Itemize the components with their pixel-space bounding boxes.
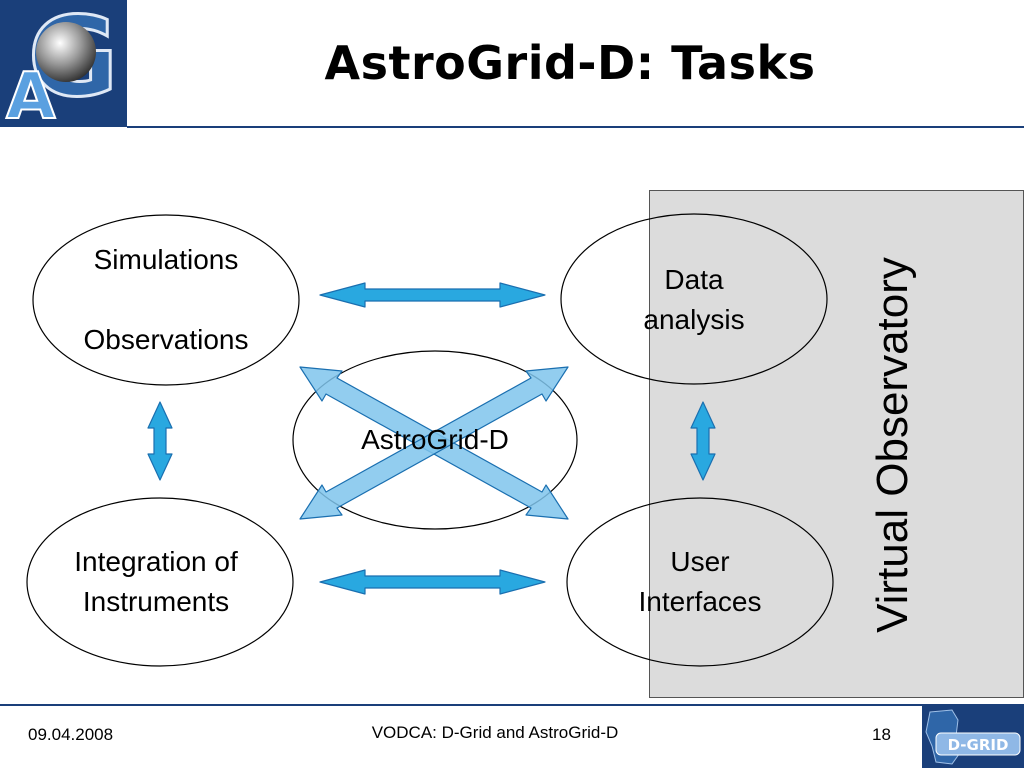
instruments-ellipse (26, 497, 294, 667)
data-analysis-line-2: analysis (643, 304, 745, 335)
page-number: 18 (872, 725, 891, 744)
footer-date: 09.04.2008 (28, 725, 114, 744)
instruments-line-2: Instruments (82, 586, 230, 617)
instruments-line-1: Integration of (74, 546, 238, 577)
virtual-observatory-panel (649, 190, 1024, 698)
user-interfaces-line-1: User (670, 546, 730, 577)
data-analysis-label: Data analysis (643, 260, 744, 340)
arrow-simulations-instruments (147, 401, 173, 481)
header-rule (127, 126, 1024, 128)
observations-text: Observations (83, 324, 249, 355)
simulations-label: Simulations Observations (84, 240, 249, 360)
slide-title: AstroGrid-D: Tasks (324, 36, 816, 90)
user-interfaces-ellipse (566, 497, 834, 667)
d-grid-text: D-GRID (948, 736, 1009, 754)
moon-icon (36, 22, 96, 82)
instruments-label: Integration of Instruments (74, 542, 237, 622)
arrow-diagonal-up (299, 366, 569, 520)
astrogrid-logo: G A (0, 0, 127, 127)
astrogrid-label: AstroGrid-D (361, 420, 509, 460)
astrogrid-logo-graphic: G A (0, 0, 127, 127)
d-grid-logo: D-GRID (922, 706, 1024, 768)
user-interfaces-label: User Interfaces (639, 542, 762, 622)
data-analysis-line-1: Data (664, 264, 724, 295)
data-analysis-ellipse (560, 213, 828, 385)
simulations-ellipse (32, 214, 300, 386)
footer-rule (0, 704, 1024, 706)
d-grid-badge (935, 732, 1021, 756)
user-interfaces-line-2: Interfaces (638, 586, 762, 617)
footer-title: VODCA: D-Grid and AstroGrid-D (371, 723, 619, 742)
arrow-instruments-interfaces (319, 569, 546, 595)
arrow-simulations-data (319, 282, 546, 308)
d-grid-logo-graphic: D-GRID (922, 706, 1024, 768)
arrow-analysis-interfaces (690, 401, 716, 481)
astrogrid-text: AstroGrid-D (361, 424, 509, 455)
logo-letter-a: A (6, 60, 56, 127)
simulations-text: Simulations (93, 244, 239, 275)
astrogrid-ellipse (292, 350, 578, 530)
